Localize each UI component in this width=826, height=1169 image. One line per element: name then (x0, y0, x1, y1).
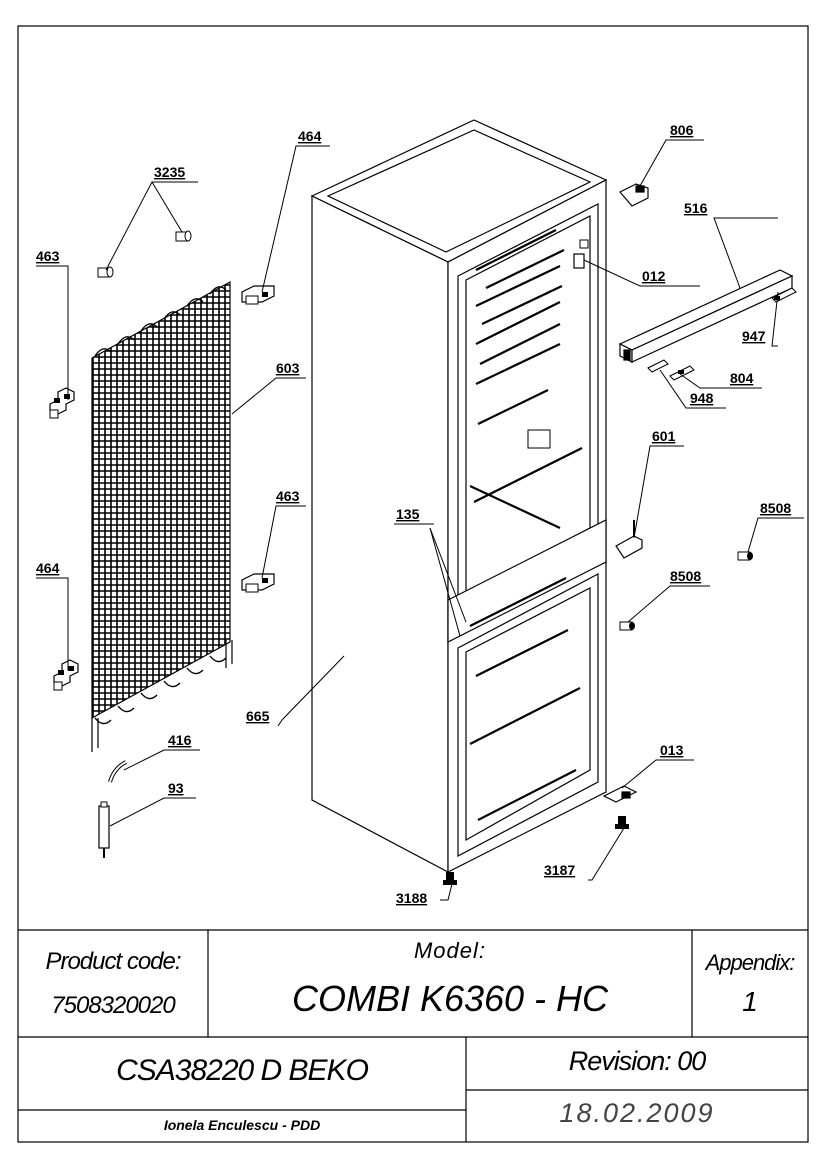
label-463-mid: 463 (276, 488, 300, 504)
bracket-463-b (241, 573, 275, 593)
label-603: 603 (276, 360, 300, 376)
bushing-8508-b (619, 621, 635, 631)
cover-948 (647, 359, 669, 373)
revision: Revision: 00 (568, 1046, 707, 1076)
label-416: 416 (168, 732, 192, 748)
label-601: 601 (652, 428, 676, 444)
clip-3235-a (97, 266, 114, 278)
label-3187: 3187 (544, 862, 575, 878)
label-93: 93 (168, 780, 184, 796)
label-8508-right: 8508 (760, 500, 791, 516)
lamp-housing-012 (573, 253, 585, 269)
bracket-464-b (53, 659, 79, 691)
filter-93 (98, 801, 110, 858)
appendix-value: 1 (742, 986, 758, 1017)
hinge-806 (619, 183, 649, 207)
label-948: 948 (690, 390, 714, 406)
label-463-top: 463 (36, 248, 60, 264)
hinge-601 (615, 520, 643, 559)
foot-3188 (443, 872, 457, 885)
appendix-label: Appendix: (705, 950, 796, 975)
label-947: 947 (742, 328, 766, 344)
title-block-grid (18, 929, 808, 1142)
label-464-bottom: 464 (36, 560, 60, 576)
cabinet-665 (310, 119, 608, 873)
shelf-rails (469, 229, 583, 821)
label-135: 135 (396, 506, 420, 522)
control-box (527, 429, 551, 449)
label-013: 013 (660, 742, 684, 758)
hinge-013 (602, 785, 638, 803)
model-label: Model: (413, 938, 487, 963)
model-value: COMBI K6360 - HC (291, 978, 609, 1019)
label-3235: 3235 (154, 164, 185, 180)
foot-3187 (615, 816, 629, 829)
bracket-464-a (241, 285, 275, 305)
label-464-top: 464 (298, 128, 322, 144)
label-665: 665 (246, 708, 270, 724)
author: Ionela Enculescu - PDD (163, 1117, 321, 1133)
label-3188: 3188 (396, 890, 427, 906)
label-012: 012 (642, 268, 666, 284)
clip-3235-b (175, 230, 192, 242)
product-code-value: 7508320020 (51, 992, 175, 1019)
cover-804 (669, 365, 695, 381)
bracket-463-a (49, 387, 75, 419)
bushing-8508-a (737, 551, 753, 561)
label-8508-mid: 8508 (670, 568, 701, 584)
top-cover-516 (618, 269, 794, 363)
date: 18.02.2009 (559, 1098, 715, 1128)
condenser-603 (91, 280, 233, 752)
leader-lines (36, 139, 804, 901)
tube-416 (108, 760, 127, 783)
drawing-frame (17, 25, 809, 1143)
label-806: 806 (670, 122, 694, 138)
label-516: 516 (684, 200, 708, 216)
label-804: 804 (730, 370, 754, 386)
product-code-label: Product code: (45, 948, 181, 975)
part-labels: 464 3235 463 603 463 464 416 93 665 135 … (36, 122, 791, 906)
assembly-code: CSA38220 D BEKO (116, 1054, 369, 1087)
